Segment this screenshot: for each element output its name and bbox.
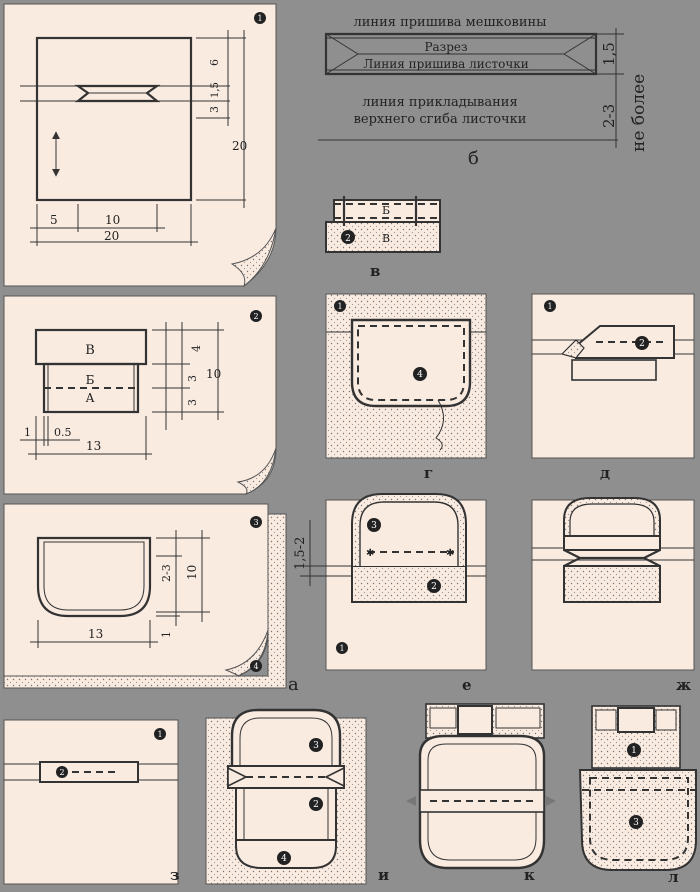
piece-1-sheet: 6 1,5 3 20 5 10 20 1 [3,3,277,288]
dim-4: 4 [190,345,203,352]
fig-e-badge-2: 2 [431,582,437,592]
label-line-bottom: Линия пришива листочки [363,57,529,71]
dim-20-vertical: 20 [232,139,247,153]
fig-i: 3 2 4 и [205,708,389,885]
dim-13-p3: 13 [88,627,103,641]
svg-text:1: 1 [257,14,262,23]
panel-a-letter: а [288,674,299,695]
dim-0-5: 0.5 [54,426,72,439]
panel-b-letter: б [468,148,479,169]
piece-1-badge [254,12,266,24]
fig-z-badge-1: 1 [157,730,162,739]
label-fold-line-1: линия прикладывания [362,95,517,110]
fig-d-letter: д [600,464,610,482]
piece-1-outline [35,36,193,202]
label-b: Б [86,373,95,387]
fig-v: Б 2 В в [325,196,441,280]
fig-d-badge-2: 2 [639,339,645,349]
dim-6: 6 [208,59,221,66]
fig-i-letter: и [378,866,389,884]
piece-3-badge: 3 [253,518,258,527]
fig-e-badge-3: 3 [371,521,377,531]
dim-1-p2: 1 [24,426,31,439]
dim-13-p2: 13 [86,439,101,453]
svg-text:✱: ✱ [446,548,454,559]
fig-g: 1 4 г [325,293,487,482]
label-a: А [85,391,94,405]
fig-z: 2 1 з [3,719,180,885]
fig-i-badge-3: 3 [313,741,319,751]
fig-l-badge-3: 3 [633,818,639,828]
fig-i-badge-2: 2 [313,800,319,810]
fig-d: 1 2 д [531,293,695,482]
label-v: В [85,343,95,358]
dim-1-5: 1,5 [210,82,221,98]
dim-1-5-b: 1,5 [600,42,618,66]
fig-zh: ж [531,497,695,694]
fig-k-letter: к [524,866,535,884]
dim-1-p3: 1 [160,631,173,638]
dim-3-upper: 3 [186,375,199,382]
label-cut: Разрез [424,40,467,54]
fig-l-letter: л [668,868,679,886]
fig-e-badge-1: 1 [339,644,344,653]
fig-g-letter: г [424,464,433,482]
fig-e: 1,5-2 ✱ ✱ 3 2 1 е [293,493,487,694]
label-fold-line-2: верхнего сгиба листочки [354,112,527,127]
fig-l-badge-1: 1 [631,746,637,756]
piece-3-sheet: 2-3 10 1 13 3 4 а [3,503,299,695]
panel-b-slit-detail: линия пришива мешковины Разрез Линия при… [318,15,649,169]
piece-3-outline [36,536,152,618]
dim-3-lower: 3 [186,399,199,406]
fig-v-letter: в [370,262,380,280]
fig-z-badge-2: 2 [59,768,64,777]
fig-e-dim: 1,5-2 [293,537,308,570]
dim-3: 3 [208,106,221,113]
fig-k: к [406,703,556,884]
fig-v-label-b: Б [382,204,390,217]
fig-g-badge-1: 1 [337,302,342,311]
dim-2-3-b: 2-3 [600,104,618,128]
dim-20-horizontal: 20 [104,229,119,243]
dim-2-3-p3: 2-3 [160,564,173,582]
piece-2-badge: 2 [253,312,258,321]
piece-2-sheet: В Б А 4 3 3 10 1 0.5 13 2 [3,295,277,496]
fig-v-label-v: В [382,232,390,245]
dim-10-p2: 10 [206,367,221,381]
dim-5: 5 [50,213,58,227]
label-no-more: не более [629,74,649,152]
fig-i-badge-4: 4 [281,854,287,864]
fig-l: 1 3 л [578,705,697,886]
fig-e-letter: е [462,676,472,694]
svg-text:✱: ✱ [366,548,374,559]
fig-g-badge-4: 4 [417,370,423,380]
fig-v-badge: 2 [345,234,351,244]
fig-z-letter: з [170,866,180,884]
label-line-top: линия пришива мешковины [353,15,546,30]
fig-zh-letter: ж [676,676,691,694]
lining-4 [3,513,287,689]
lining-4-badge: 4 [253,662,258,671]
fig-d-badge-1: 1 [547,302,552,311]
dim-10-p3: 10 [185,565,199,580]
dim-10: 10 [105,213,120,227]
piece-1-curl [230,227,277,288]
